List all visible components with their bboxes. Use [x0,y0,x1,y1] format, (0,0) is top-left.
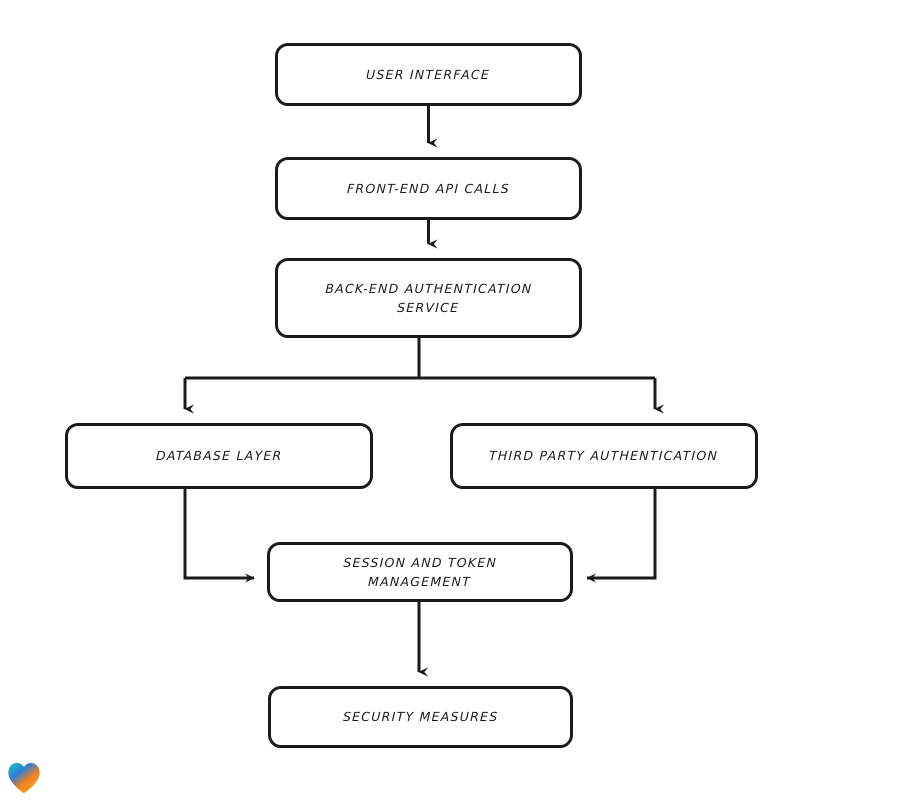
edge-database-to-session [183,489,255,583]
node-front-end-api-calls[interactable]: Front-End API Calls [275,157,582,220]
node-security-measures[interactable]: Security Measures [268,686,573,748]
node-label-user-interface: User Interface [366,66,491,82]
edge-thirdparty-to-session [586,489,657,583]
heart-icon [8,763,40,794]
node-label-security-measures: Security Measures [342,709,499,725]
node-label-session-and-token-management: Session and Token Management [343,554,498,589]
node-label-back-end-authentication-service: Back-End Authentication Service [325,280,533,315]
node-back-end-authentication-service[interactable]: Back-End Authentication Service [275,258,582,338]
node-user-interface[interactable]: User Interface [275,43,582,106]
node-label-front-end-api-calls: Front-End API Calls [346,180,511,196]
node-session-and-token-management[interactable]: Session and Token Management [267,542,573,602]
node-label-third-party-authentication: Third Party Authentication [489,448,719,464]
node-database-layer[interactable]: Database Layer [65,423,373,489]
node-third-party-authentication[interactable]: Third Party Authentication [450,423,758,489]
node-label-database-layer: Database Layer [155,448,283,464]
